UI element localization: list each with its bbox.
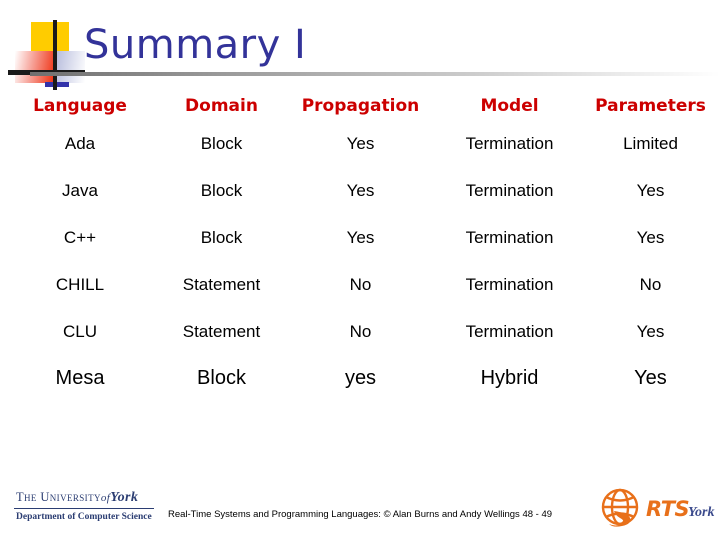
summary-table: Language Domain Propagation Model Parame… bbox=[0, 92, 720, 402]
table-header-row: Language Domain Propagation Model Parame… bbox=[0, 92, 720, 120]
cell-parameters: Yes bbox=[636, 321, 665, 341]
table-row: CLU Statement No Termination Yes bbox=[0, 308, 720, 355]
cell-parameters: Yes bbox=[636, 227, 665, 247]
footer-note: Real-Time Systems and Programming Langua… bbox=[167, 509, 553, 520]
york-logo-department: Department of Computer Science bbox=[16, 512, 152, 522]
column-header-domain: Domain bbox=[185, 96, 258, 116]
cell-propagation: Yes bbox=[346, 180, 375, 200]
cell-model: Hybrid bbox=[480, 367, 539, 389]
cell-domain: Statement bbox=[182, 274, 261, 294]
logo-blue-gradient bbox=[57, 51, 85, 83]
york-logo-york: York bbox=[110, 490, 139, 505]
column-header-model: Model bbox=[480, 96, 539, 116]
cell-model: Termination bbox=[465, 321, 554, 341]
rts-york-word: York bbox=[688, 505, 715, 520]
page-title: Summary I bbox=[84, 22, 307, 68]
title-divider bbox=[30, 72, 720, 76]
york-logo-rule bbox=[14, 508, 154, 509]
globe-icon bbox=[601, 488, 639, 527]
york-logo-prefix: The University bbox=[16, 490, 101, 504]
decorative-logo bbox=[15, 20, 85, 90]
university-of-york-logo: The UniversityofYork Department of Compu… bbox=[10, 488, 160, 530]
cell-domain: Statement bbox=[182, 321, 261, 341]
cell-parameters: Yes bbox=[634, 367, 667, 389]
cell-model: Termination bbox=[465, 133, 554, 153]
table-row: CHILL Statement No Termination No bbox=[0, 261, 720, 308]
cell-language: Ada bbox=[64, 133, 96, 153]
cell-language: CLU bbox=[62, 321, 97, 341]
cell-language: C++ bbox=[63, 227, 97, 247]
cell-model: Termination bbox=[465, 180, 554, 200]
table-row: C++ Block Yes Termination Yes bbox=[0, 214, 720, 261]
cell-model: Termination bbox=[465, 274, 554, 294]
york-logo-of: of bbox=[100, 492, 111, 504]
cell-domain: Block bbox=[200, 227, 243, 247]
cell-parameters: Yes bbox=[636, 180, 665, 200]
cell-propagation: No bbox=[349, 321, 372, 341]
cell-language: Java bbox=[62, 180, 98, 200]
rts-york-logo: RTS York bbox=[600, 483, 718, 535]
cell-propagation: Yes bbox=[346, 227, 375, 247]
cell-propagation: Yes bbox=[346, 133, 375, 153]
cell-parameters: No bbox=[639, 274, 662, 294]
rts-acronym: RTS bbox=[646, 497, 690, 521]
cell-language: Mesa bbox=[55, 367, 105, 389]
cell-domain: Block bbox=[197, 367, 246, 389]
logo-red-gradient bbox=[15, 51, 57, 83]
cell-propagation: No bbox=[349, 274, 372, 294]
table-row: Java Block Yes Termination Yes bbox=[0, 167, 720, 214]
cell-language: CHILL bbox=[55, 274, 105, 294]
cell-model: Termination bbox=[465, 227, 554, 247]
column-header-parameters: Parameters bbox=[595, 96, 706, 116]
logo-blue-bar bbox=[45, 82, 69, 87]
table-row: Ada Block Yes Termination Limited bbox=[0, 120, 720, 167]
cell-parameters: Limited bbox=[623, 133, 678, 153]
logo-yellow-square bbox=[31, 22, 69, 52]
column-header-language: Language bbox=[33, 96, 127, 116]
cell-domain: Block bbox=[200, 133, 243, 153]
logo-vertical-line bbox=[53, 20, 57, 90]
cell-propagation: yes bbox=[344, 367, 377, 389]
york-logo-wordmark: The UniversityofYork bbox=[16, 490, 138, 506]
cell-domain: Block bbox=[200, 180, 243, 200]
column-header-propagation: Propagation bbox=[301, 96, 420, 116]
table-row: Mesa Block yes Hybrid Yes bbox=[0, 355, 720, 402]
